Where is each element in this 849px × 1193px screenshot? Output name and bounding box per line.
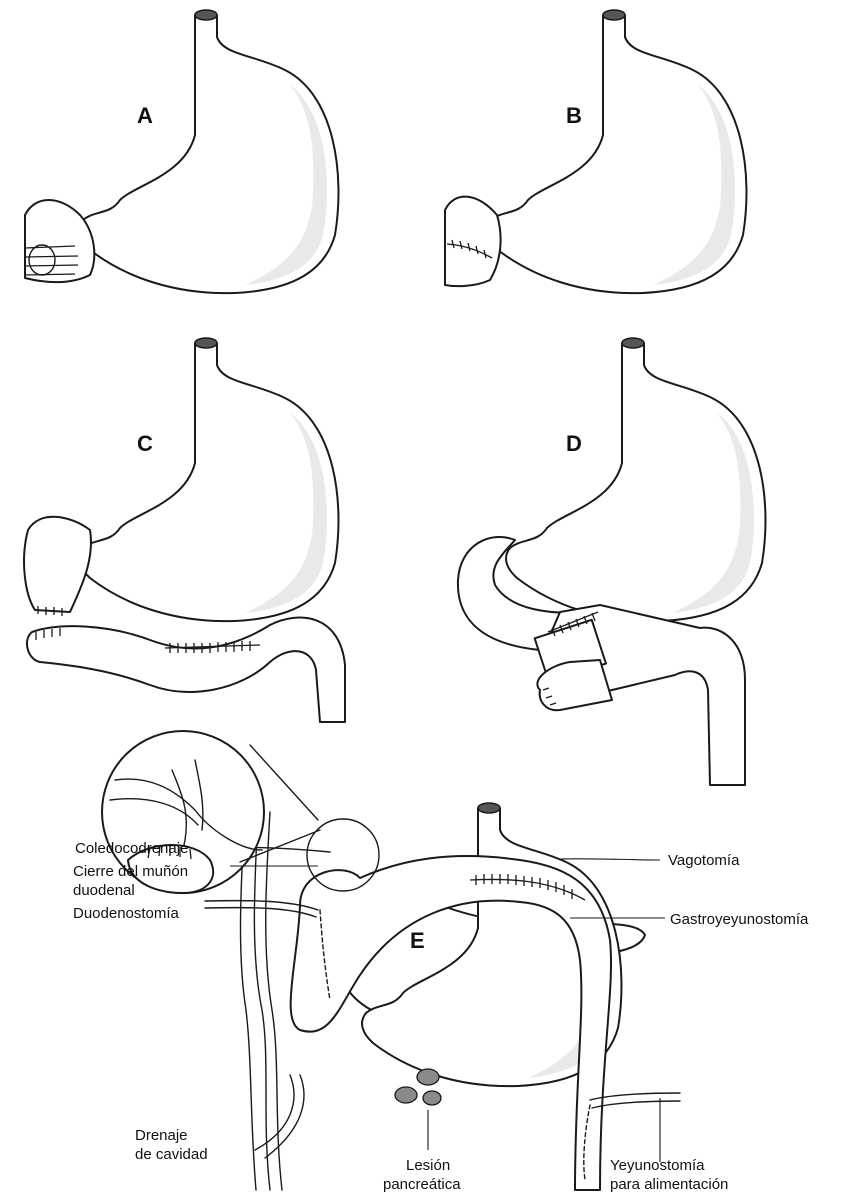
label-lesion-line1: Lesión (406, 1157, 450, 1174)
pancreatic-lesion-icon (417, 1069, 439, 1085)
panel-label-a: A (137, 103, 153, 128)
label-duodenostomia: Duodenostomía (73, 905, 180, 922)
panel-label-b: B (566, 103, 582, 128)
label-drenaje-line2: de cavidad (135, 1146, 208, 1163)
label-coledocodrenaje: Coledocodrenaje (75, 840, 188, 857)
label-lesion-line2: pancreática (383, 1176, 461, 1193)
label-yeyuno-line1: Yeyunostomía (610, 1157, 705, 1174)
label-cierre-line2: duodenal (73, 882, 135, 899)
label-yeyuno-line2: para alimentación (610, 1176, 728, 1193)
label-cierre-line1: Cierre del muñón (73, 863, 188, 880)
label-drenaje-line1: Drenaje (135, 1127, 188, 1144)
panel-label-d: D (566, 431, 582, 456)
panel-c: C (24, 338, 345, 722)
panel-label-e: E (410, 928, 425, 953)
panel-e: E (102, 731, 680, 1190)
panel-d: D (458, 338, 766, 785)
label-gastroyeyunostomia: Gastroyeyunostomía (670, 911, 809, 928)
panel-b: B (445, 10, 746, 293)
panel-label-c: C (137, 431, 153, 456)
label-vagotomia: Vagotomía (668, 852, 740, 869)
panel-a: A (25, 10, 338, 293)
